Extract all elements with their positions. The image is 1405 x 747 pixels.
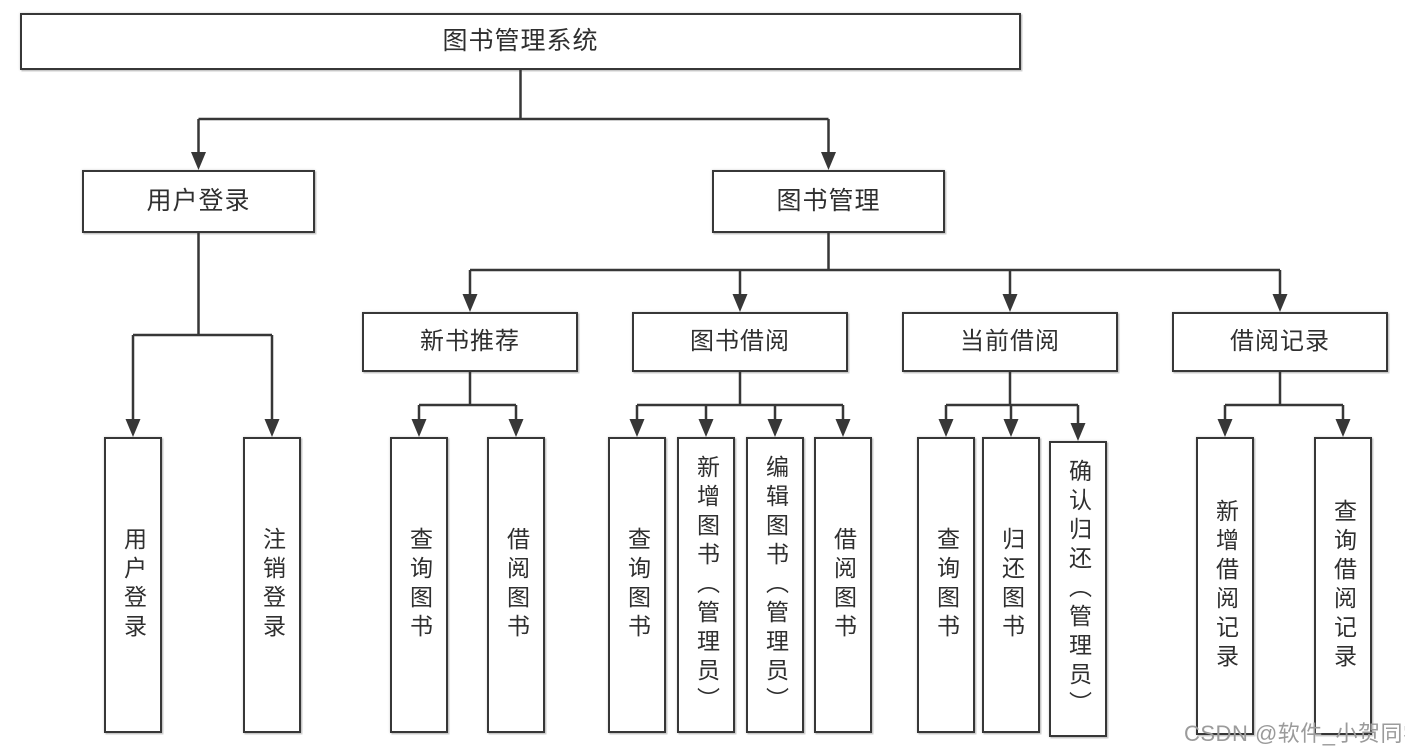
leaf-user-login: 用户登录 <box>104 437 162 733</box>
node-root: 图书管理系统 <box>20 13 1021 70</box>
leaf-borrow-books: 借阅图书 <box>814 437 872 733</box>
leaf-return-books: 归还图书 <box>982 437 1040 733</box>
leaf-logout-login: 注销登录 <box>243 437 301 733</box>
node-new-book-recommend: 新书推荐 <box>362 312 578 372</box>
leaf-query-borrow-record: 查询借阅记录 <box>1314 437 1372 735</box>
leaf-edit-books-admin: 编辑图书（管理员） <box>746 437 804 733</box>
watermark: CSDN @软件_小贺同学 <box>1184 721 1405 746</box>
leaf-add-borrow-record: 新增借阅记录 <box>1196 437 1254 735</box>
node-current-borrow: 当前借阅 <box>902 312 1118 372</box>
node-book-borrow: 图书借阅 <box>632 312 848 372</box>
leaf-confirm-return-admin: 确认归还（管理员） <box>1049 441 1107 737</box>
leaf-newrec-borrow-books: 借阅图书 <box>487 437 545 733</box>
leaf-current-query-books: 查询图书 <box>917 437 975 733</box>
leaf-borrow-query-books: 查询图书 <box>608 437 666 733</box>
leaf-add-books-admin: 新增图书（管理员） <box>677 437 735 733</box>
node-user-login: 用户登录 <box>82 170 315 233</box>
leaf-newrec-query-books: 查询图书 <box>390 437 448 733</box>
node-book-management: 图书管理 <box>712 170 945 233</box>
node-borrow-records: 借阅记录 <box>1172 312 1388 372</box>
